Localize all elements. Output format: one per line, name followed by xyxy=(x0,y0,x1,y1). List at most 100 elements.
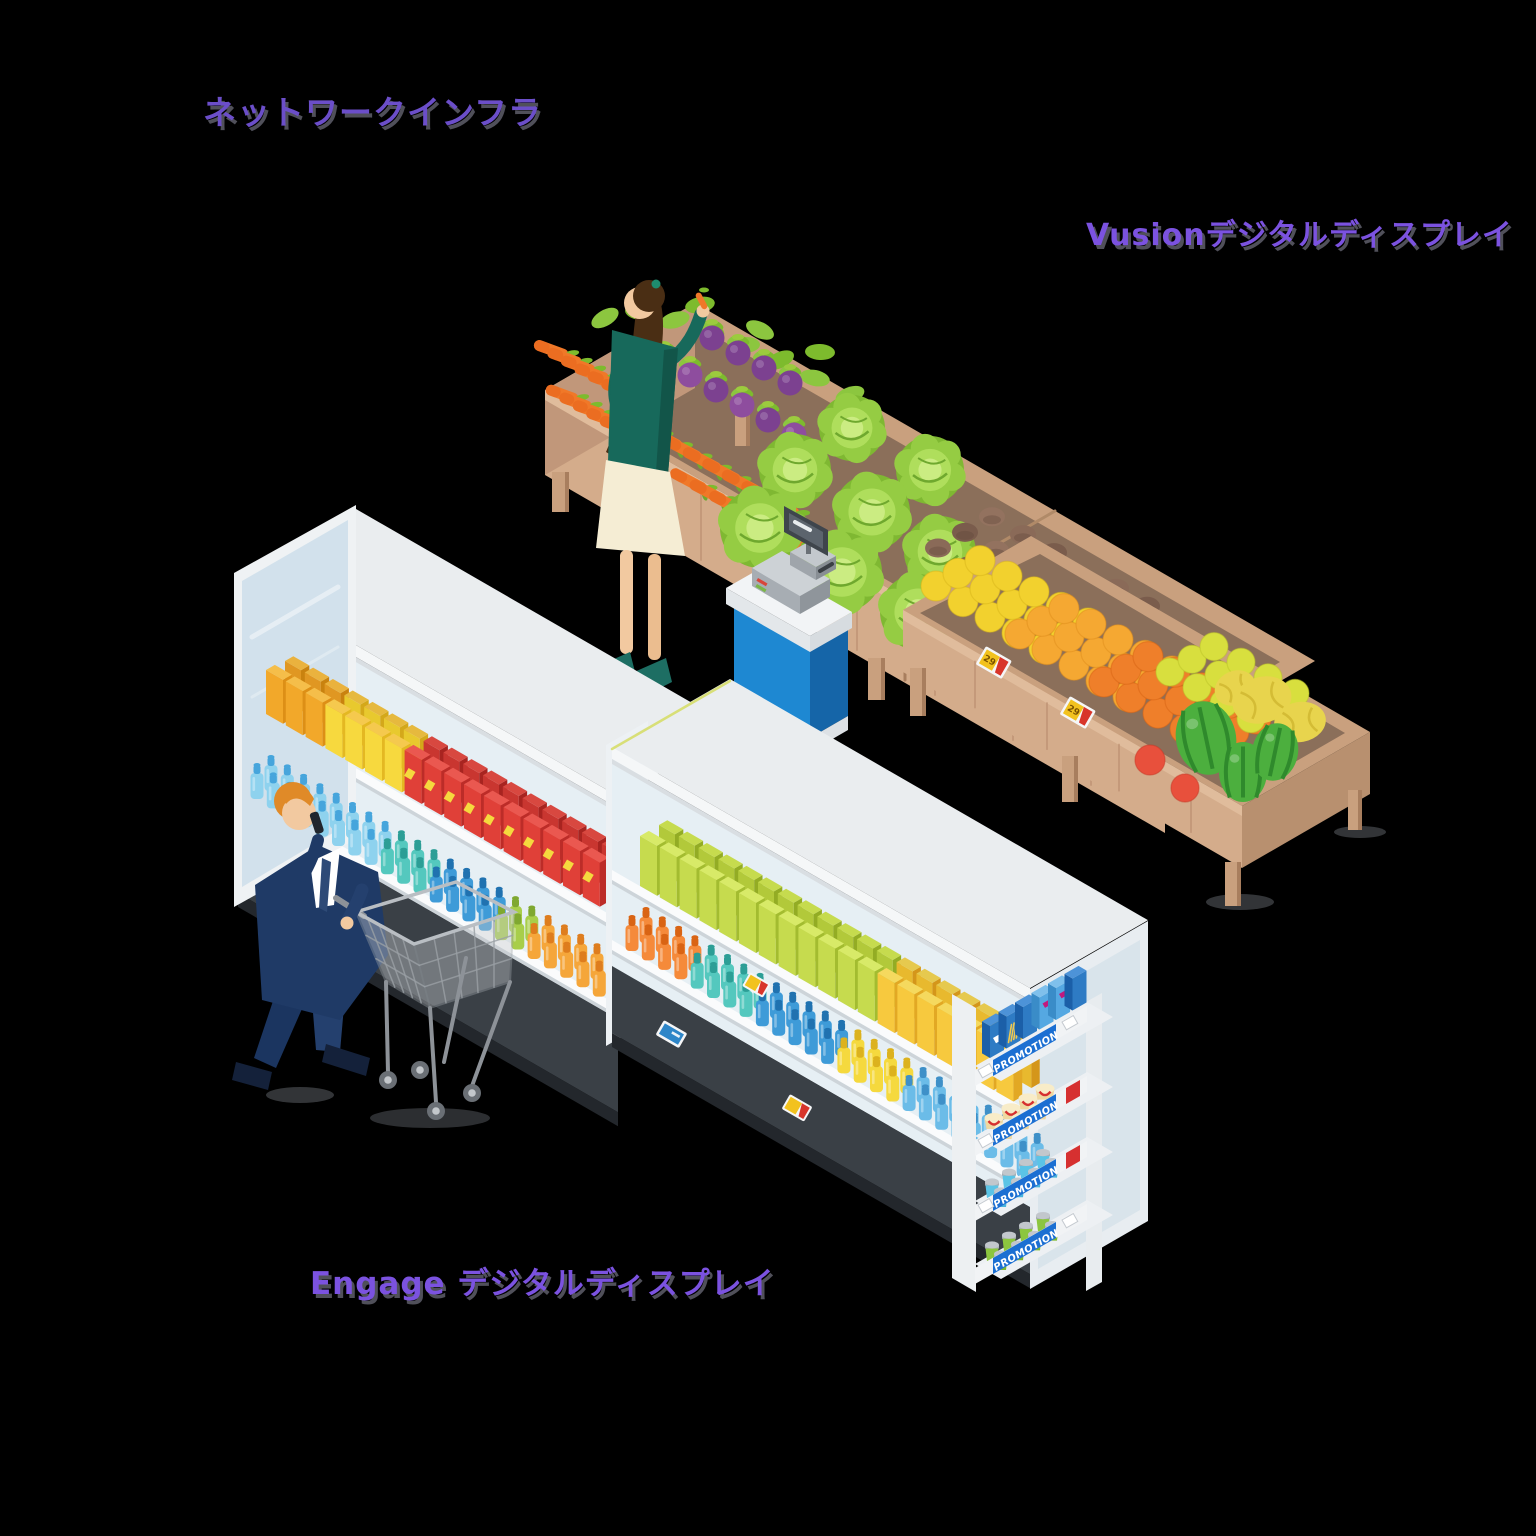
drink-bottle xyxy=(870,1056,883,1093)
bottle-highlight xyxy=(934,1090,938,1105)
drink-bottle xyxy=(772,999,786,1036)
juice-box-back-top xyxy=(797,900,822,915)
juice-box-back-top xyxy=(916,968,941,983)
printer-slot xyxy=(818,562,834,573)
juice-box-front xyxy=(897,984,915,1045)
bottle-highlight xyxy=(396,844,400,859)
bottle-highlight xyxy=(448,889,451,904)
bottle-cap xyxy=(854,1029,862,1034)
juice-box-back-top xyxy=(678,831,704,846)
bottle-cap xyxy=(805,1001,813,1006)
drink-bottle xyxy=(592,960,606,997)
man-hair-front xyxy=(282,788,314,806)
potato xyxy=(979,507,1005,527)
man-with-cart xyxy=(232,782,519,1128)
bottle-cap xyxy=(756,972,764,977)
juice-box-front xyxy=(679,858,697,919)
potato-shade xyxy=(929,546,947,556)
bottle-cap xyxy=(691,935,699,940)
bottle-cap xyxy=(381,820,389,825)
cart-strut xyxy=(470,980,512,1088)
juice-box-top xyxy=(719,876,746,892)
bottle-neck xyxy=(495,888,503,898)
cart-rim xyxy=(351,880,519,946)
bottle-cap xyxy=(512,896,519,901)
drink-bottle xyxy=(788,1009,802,1046)
scale-side xyxy=(800,579,830,614)
bottle-body xyxy=(511,923,525,950)
bottle-cap xyxy=(693,952,701,957)
juice-box-front xyxy=(266,670,283,724)
bottle-cap xyxy=(367,828,375,833)
man-tie xyxy=(319,858,331,912)
bottle-neck xyxy=(349,804,356,814)
bottle-highlight xyxy=(757,1004,761,1019)
bottle-highlight xyxy=(348,816,351,831)
bottle-body xyxy=(250,773,264,799)
spaghetti-sticks xyxy=(1007,1023,1013,1044)
bottle-cap xyxy=(628,915,636,919)
juice-box-label xyxy=(423,779,436,792)
spaghetti-sticks xyxy=(1010,1022,1015,1042)
bottle-neck xyxy=(887,1050,894,1060)
bottle-body xyxy=(674,953,688,980)
beet-leaf xyxy=(758,349,770,355)
bottle-cap xyxy=(318,800,326,805)
bottle-body xyxy=(413,867,427,894)
scale-printer-front xyxy=(790,552,816,580)
bottle-highlight xyxy=(578,965,582,980)
bottle-cap xyxy=(528,905,536,910)
price-tag-red xyxy=(994,656,1009,676)
juice-box-label xyxy=(562,859,574,872)
juice-box-back-top xyxy=(502,781,528,796)
bottle-cap xyxy=(416,857,424,862)
juice-box-front xyxy=(838,950,855,1011)
esl-tag-line xyxy=(671,1031,681,1039)
bottle-cap xyxy=(593,943,601,948)
drink-bottle xyxy=(658,933,672,970)
carrot-tip xyxy=(547,347,564,361)
bottle-body xyxy=(543,942,557,969)
drink-bottle xyxy=(364,828,378,865)
bottle-neck xyxy=(253,765,261,774)
table-leg-shade xyxy=(1358,790,1362,830)
carrot-tip xyxy=(682,447,701,462)
bottle-body xyxy=(592,970,606,997)
leaf-cluster xyxy=(805,343,835,361)
bowl-smile-logo xyxy=(987,1120,1001,1126)
banner-mini-label xyxy=(977,1062,995,1079)
watermelon-stripe xyxy=(1280,730,1295,780)
fruit-table-right-end xyxy=(1242,732,1370,868)
bottle-neck xyxy=(335,812,342,822)
juice-box-top xyxy=(679,853,706,869)
bottle-body xyxy=(918,1094,932,1121)
bottle-highlight xyxy=(788,1005,791,1020)
bottle-highlight xyxy=(806,1032,810,1047)
bottle-neck xyxy=(560,926,568,936)
pasta-box-side xyxy=(1031,992,1040,1030)
kiosk-side xyxy=(810,626,848,738)
bottle-cap xyxy=(921,1084,929,1089)
bottle-neck xyxy=(430,851,438,861)
bottle-highlight xyxy=(725,985,728,1000)
juice-box-back-top xyxy=(443,747,468,762)
bottle-highlight xyxy=(676,957,679,972)
bottle-cap xyxy=(821,1010,829,1015)
bottle-cap xyxy=(267,755,275,759)
beet-highlight xyxy=(734,397,742,405)
pasta-box xyxy=(1064,965,1087,1011)
lettuce-vein xyxy=(739,531,781,543)
bottle-highlight xyxy=(904,1088,908,1103)
bottle-neck xyxy=(726,973,734,983)
bottle-body xyxy=(397,857,411,884)
cart-wheel-hub xyxy=(432,1107,440,1115)
bottle-body xyxy=(576,961,590,988)
banner-red-segment xyxy=(1066,1080,1080,1104)
bottle-highlight xyxy=(920,1098,924,1113)
juice-box-top xyxy=(365,722,391,737)
beet-highlight xyxy=(760,412,768,420)
bottle-neck xyxy=(693,954,701,964)
leaf-cluster xyxy=(800,369,830,387)
top-seam-line xyxy=(610,679,732,751)
